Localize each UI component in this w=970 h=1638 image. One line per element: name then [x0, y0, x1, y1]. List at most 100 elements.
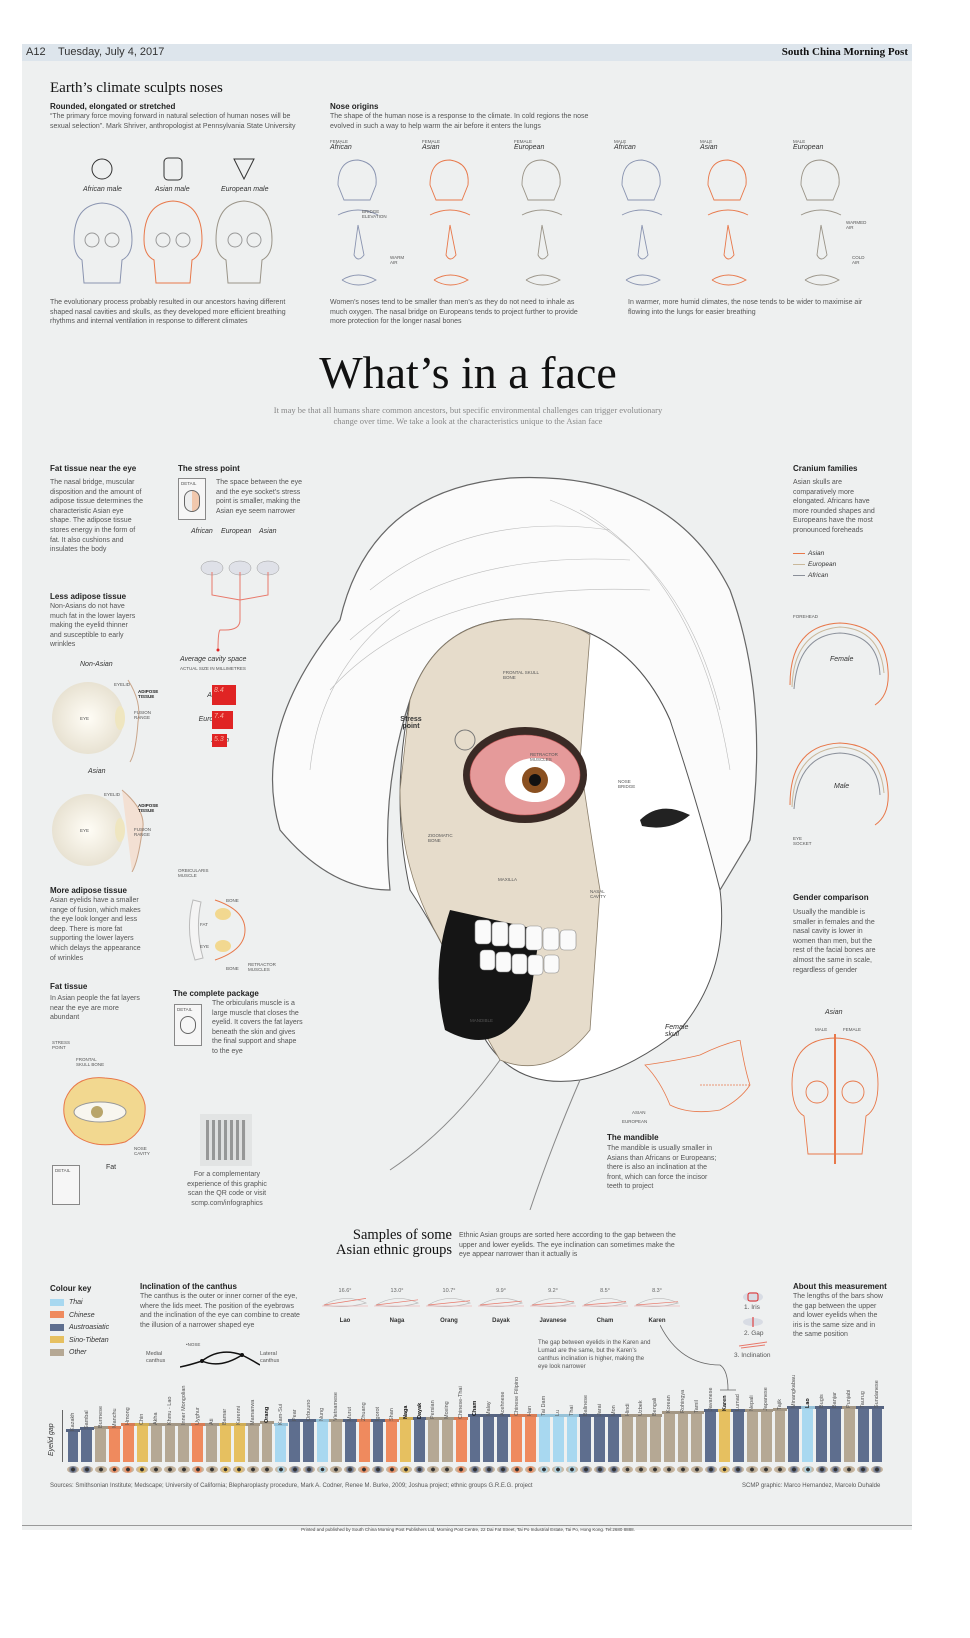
canthus-text: The canthus is the outer or inner corner…: [140, 1293, 300, 1329]
asian-skull-icon: [143, 200, 203, 284]
chart-bar-cap: [759, 1409, 774, 1413]
chart-bar: [635, 1413, 647, 1462]
chart-eye-thumbnail: [552, 1466, 565, 1473]
label-eye: EYE: [200, 944, 210, 949]
chart-bar-label: Orang: [264, 1406, 271, 1423]
package-text: The orbicularis muscle is a large muscle…: [212, 1000, 303, 1055]
more-text: Asian eyelids have a smaller range of fu…: [50, 897, 141, 962]
chart-eye-thumbnail: [219, 1466, 232, 1473]
about-text: The lengths of the bars show the gap bet…: [793, 1293, 883, 1339]
ethnicity: Asian: [422, 144, 440, 151]
chart-eye-thumbnail: [857, 1466, 870, 1473]
stress-group: European: [221, 528, 252, 535]
chart-bar-label: Ati: [208, 1418, 215, 1426]
chart-eye-thumbnail: [663, 1466, 676, 1473]
chart-eye-thumbnail: [80, 1466, 93, 1473]
less-heading: Less adipose tissue: [50, 592, 127, 601]
inclination-sample: 8.5°Cham: [580, 1288, 630, 1324]
qr-code[interactable]: [200, 1114, 252, 1166]
shapes-caption: The evolutionary process probably result…: [50, 299, 286, 326]
label-zigomatic-bone: ZIGOMATIC BONE: [428, 833, 453, 843]
inclination-degrees: 8.5°: [600, 1288, 610, 1294]
chart-bar: [330, 1418, 342, 1462]
cavity-bar: 7.4: [212, 711, 233, 729]
chart-bar: [608, 1413, 620, 1462]
chart-bar-label: Lumad: [735, 1394, 742, 1412]
chart-bar-cap: [745, 1409, 760, 1413]
chart-bar-cap: [66, 1429, 80, 1433]
chart-bar: [414, 1417, 425, 1462]
legend-item: African: [793, 570, 836, 581]
eye-outline-icon: [634, 1298, 680, 1307]
cranium-heading: Cranium families: [793, 464, 858, 473]
nose-sketch: [521, 209, 563, 216]
chart-bar: [622, 1413, 633, 1462]
chart-bar-label: Murut: [347, 1406, 354, 1421]
chart-bar-cap: [856, 1406, 871, 1410]
karen-note: The gap between eyelids in the Karen and…: [538, 1340, 651, 1370]
sex: FEMALE: [514, 139, 533, 144]
label-cold-air: COLD AIR: [852, 255, 865, 265]
colour-swatch: [50, 1298, 64, 1306]
sources: Sources: Smithsonian Institute; Medscape…: [50, 1483, 533, 1489]
sex: MALE: [700, 139, 713, 144]
chart-eye-thumbnail: [191, 1466, 204, 1473]
chart-eye-thumbnail: [164, 1466, 176, 1473]
label-bone: BONE: [226, 966, 239, 971]
sex: MALE: [614, 139, 627, 144]
chart-eye-thumbnail: [787, 1466, 800, 1473]
stress-eyes-diagram: [200, 560, 280, 652]
chart-bar-cap: [163, 1423, 177, 1427]
chart-eye-thumbnail: [122, 1466, 135, 1473]
chart-bar-cap: [551, 1413, 566, 1417]
samples-title-line: Asian ethnic groups: [336, 1242, 452, 1258]
chart-bar: [732, 1409, 744, 1462]
chart-bar: [247, 1423, 259, 1462]
chart-bar: [192, 1423, 204, 1462]
chart-bar: [483, 1413, 495, 1462]
label-male: Male: [834, 783, 850, 790]
colour-swatch: [50, 1311, 64, 1319]
chart-bar: [358, 1418, 370, 1462]
african-skull-icon: [73, 202, 133, 284]
chart-bar-cap: [606, 1413, 621, 1417]
chart-bar: [372, 1418, 384, 1462]
rounded-rect-shape-icon: [163, 157, 183, 181]
cavity-bar: 5.3: [212, 733, 227, 747]
chart-bar: [136, 1423, 148, 1462]
chart-eye-thumbnail: [732, 1466, 745, 1473]
label-frontal-bone: FRONTAL SKULL BONE: [76, 1057, 105, 1067]
eye-outline-icon: [322, 1298, 368, 1307]
chart-eye-thumbnail: [330, 1466, 343, 1473]
nose-sketch: [353, 224, 365, 260]
chart-bar-cap: [204, 1423, 219, 1427]
label-bone: BONE: [226, 898, 239, 903]
chart-eye-thumbnail: [829, 1466, 842, 1473]
chart-bar-label: Burmese: [97, 1406, 104, 1429]
label-retractor: RETRACTOR MUSCLES: [248, 962, 276, 972]
chart-bar-cap: [79, 1427, 94, 1431]
chart-bar-cap: [343, 1418, 358, 1422]
chart-bar-cap: [260, 1420, 274, 1424]
chart-bar-cap: [578, 1413, 593, 1417]
chart-bar-cap: [371, 1418, 385, 1422]
label-stress-point: Stress point: [400, 716, 422, 730]
colour-key-label: Austroasiatic: [69, 1324, 110, 1331]
chart-bar-label: Chinese-Thai: [458, 1386, 465, 1420]
colour-key-item: Thai: [50, 1297, 109, 1310]
colour-key-label: Chinese: [69, 1311, 95, 1319]
chart-bar: [441, 1417, 453, 1462]
chart-bar-label: Lu: [555, 1409, 562, 1416]
nose-sketch: [816, 224, 828, 260]
qr-text: For a complementary experience of this g…: [187, 1171, 267, 1207]
male-caption: In warmer, more humid climates, the nose…: [628, 299, 863, 316]
nose-sketch: [621, 159, 661, 201]
legend-label: European: [808, 561, 837, 568]
eye-outline-icon: [530, 1298, 576, 1307]
chart-eye-thumbnail: [427, 1466, 440, 1473]
chart-eye-thumbnail: [482, 1466, 495, 1473]
chart-bar: [261, 1420, 273, 1462]
